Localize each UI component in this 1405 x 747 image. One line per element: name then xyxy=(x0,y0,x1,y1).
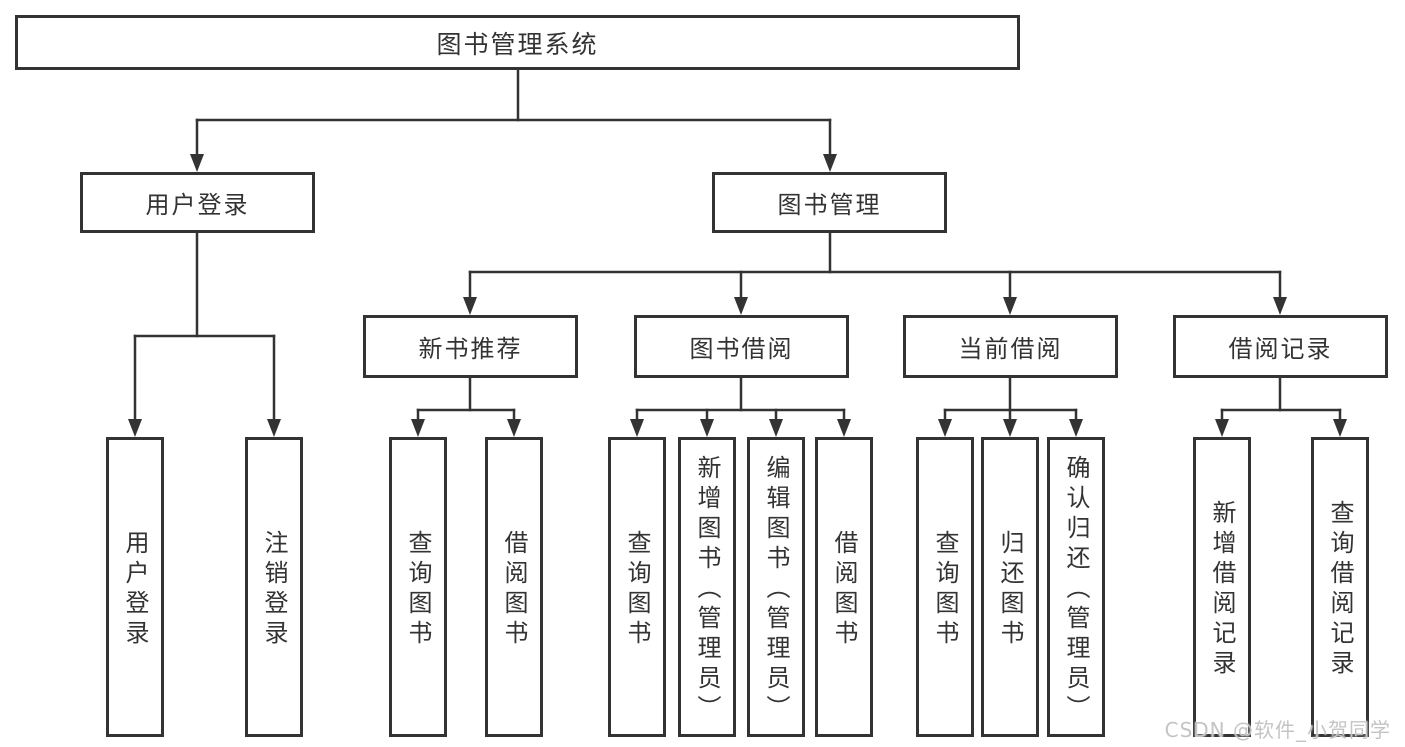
leaf-borrow-books: 借阅图书 xyxy=(815,437,873,737)
leaf-borrow-books-recommend: 借阅图书 xyxy=(485,437,543,737)
leaf-query-borrow-record: 查询借阅记录 xyxy=(1311,437,1369,737)
arrowhead xyxy=(938,419,952,437)
leaf-label: 借阅图书 xyxy=(500,530,528,650)
node-label: 当前借阅 xyxy=(958,335,1063,363)
arrowhead xyxy=(1069,419,1083,437)
leaf-label: 查询借阅记录 xyxy=(1326,500,1354,680)
arrowhead xyxy=(1333,419,1347,437)
leaf-label: 新增借阅记录 xyxy=(1208,500,1236,680)
node-library-management-system: 图书管理系统 xyxy=(15,15,1020,70)
leaf-user-login: 用户登录 xyxy=(106,437,164,737)
arrowheads xyxy=(128,154,1347,437)
leaf-label: 查询图书 xyxy=(623,530,651,650)
node-new-book-recommend: 新书推荐 xyxy=(363,315,578,378)
arrowhead xyxy=(1003,419,1017,437)
node-label: 图书借阅 xyxy=(689,335,794,363)
arrowhead xyxy=(128,419,142,437)
node-label: 图书管理系统 xyxy=(436,29,599,59)
arrowhead xyxy=(837,419,851,437)
arrowhead xyxy=(411,419,425,437)
node-book-management: 图书管理 xyxy=(712,172,947,233)
leaf-query-books-borrow: 查询图书 xyxy=(608,437,666,737)
leaf-label: 编辑图书（管理员） xyxy=(762,455,790,725)
leaf-edit-book-admin: 编辑图书（管理员） xyxy=(747,437,805,737)
arrowhead xyxy=(507,419,521,437)
arrowhead xyxy=(463,297,477,315)
leaf-label: 借阅图书 xyxy=(830,530,858,650)
leaf-label: 查询图书 xyxy=(404,530,432,650)
arrowhead xyxy=(190,154,204,172)
leaf-label: 归还图书 xyxy=(996,530,1024,650)
leaf-label: 确认归还（管理员） xyxy=(1062,455,1090,725)
node-label: 用户登录 xyxy=(145,191,250,219)
arrowhead xyxy=(734,297,748,315)
arrowhead xyxy=(1273,297,1287,315)
watermark: CSDN @软件_小贺同学 xyxy=(1164,718,1391,742)
node-label: 新书推荐 xyxy=(418,335,523,363)
leaf-label: 查询图书 xyxy=(931,530,959,650)
arrowhead xyxy=(823,154,837,172)
leaf-label: 注销登录 xyxy=(260,530,288,650)
arrowhead xyxy=(769,419,783,437)
leaf-confirm-return-admin: 确认归还（管理员） xyxy=(1047,437,1105,737)
leaf-add-borrow-record: 新增借阅记录 xyxy=(1193,437,1251,737)
leaf-logout: 注销登录 xyxy=(245,437,303,737)
node-label: 借阅记录 xyxy=(1228,335,1333,363)
node-borrow-records: 借阅记录 xyxy=(1173,315,1388,378)
arrowhead xyxy=(1003,297,1017,315)
leaf-query-books-recommend: 查询图书 xyxy=(389,437,447,737)
leaf-label: 用户登录 xyxy=(121,530,149,650)
arrowhead xyxy=(630,419,644,437)
leaf-return-book: 归还图书 xyxy=(981,437,1039,737)
arrowhead xyxy=(1215,419,1229,437)
leaf-add-book-admin: 新增图书（管理员） xyxy=(678,437,736,737)
node-book-borrow: 图书借阅 xyxy=(634,315,849,378)
node-current-borrow: 当前借阅 xyxy=(903,315,1118,378)
node-user-login: 用户登录 xyxy=(80,172,315,233)
node-label: 图书管理 xyxy=(777,191,882,219)
arrowhead xyxy=(700,419,714,437)
leaf-query-books-current: 查询图书 xyxy=(916,437,974,737)
arrowhead xyxy=(267,419,281,437)
leaf-label: 新增图书（管理员） xyxy=(693,455,721,725)
